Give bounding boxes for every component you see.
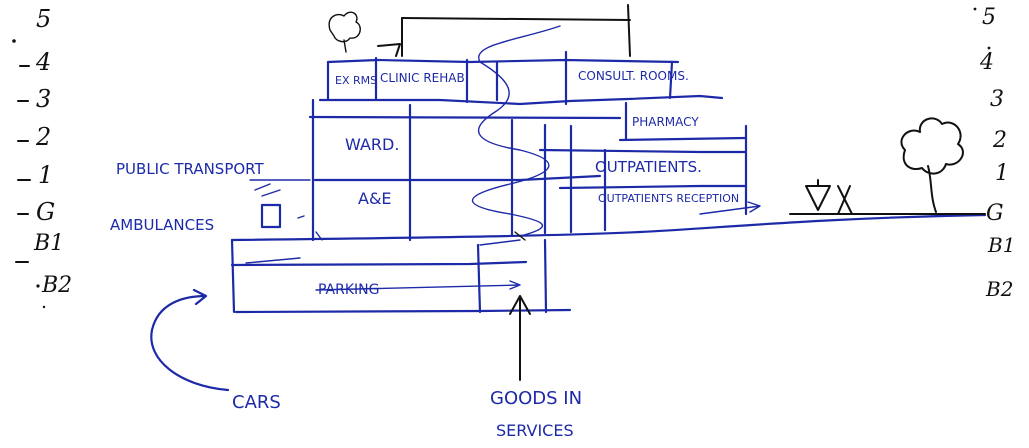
right-level-1: 1 [995, 161, 1009, 186]
annotation-arrows [150, 231, 531, 392]
label-outpatients: OUTPATIENTS. [595, 158, 702, 176]
left-level-scale: 5 4 3 2 1 G B1 B2 [12, 5, 72, 309]
right-level-2: 2 [992, 128, 1007, 153]
label-outpatients-reception: OUTPATIENTS RECEPTION [598, 192, 739, 205]
floor-b1 [230, 260, 528, 267]
room-labels: EX RMS CLINIC REHAB CONSULT. ROOMS. WARD… [318, 69, 739, 298]
cars-arrow [150, 288, 230, 392]
right-level-3: 3 [990, 87, 1004, 112]
right-level-b2: B2 [985, 277, 1013, 301]
right-level-scale: 5 4 3 2 1 G B1 B2 [973, 5, 1015, 301]
left-level-b2: B2 [41, 273, 72, 298]
right-level-5: 5 [982, 5, 996, 30]
floor-level-1b [538, 148, 747, 154]
label-a-and-e: A&E [358, 189, 392, 208]
label-public-transport: PUBLIC TRANSPORT [116, 160, 265, 178]
left-dot-b2 [36, 284, 40, 288]
tree-trunk [927, 165, 937, 213]
label-ex-rms: EX RMS [335, 74, 377, 87]
label-consult-rooms: CONSULT. ROOMS. [578, 69, 689, 83]
label-pharmacy: PHARMACY [632, 115, 699, 129]
right-dot-5 [973, 7, 977, 11]
floor-level-2 [308, 115, 622, 120]
right-dot-4 [987, 46, 991, 50]
label-clinic-rehab: CLINIC REHAB [380, 71, 465, 85]
goods-in-arrow [509, 295, 531, 381]
tree-canopy [900, 117, 964, 175]
label-public: PUBLIC TRANSPORT [116, 160, 265, 178]
left-level-4: 4 [35, 48, 51, 76]
left-level-b1: B1 [33, 231, 64, 256]
label-ward: WARD. [345, 135, 399, 154]
left-level-g: G [36, 198, 55, 226]
ground-line [230, 213, 987, 242]
label-services: SERVICES [496, 421, 574, 440]
ambulance-sketch [260, 203, 282, 229]
label-parking: PARKING [318, 282, 379, 298]
transport-dashes [254, 183, 281, 197]
person-2 [837, 185, 853, 215]
left-level-1: 1 [38, 161, 53, 189]
building-section [230, 25, 987, 314]
arrow-parking-in [315, 280, 521, 291]
label-cars: CARS [232, 392, 281, 413]
person-1 [805, 179, 831, 211]
left-level-5: 5 [36, 5, 51, 33]
plant-sketch [328, 11, 361, 53]
floor-level-2b [618, 136, 747, 142]
roof-top-line [401, 17, 631, 21]
col-consult-right [668, 60, 674, 100]
arrow-ward-down [479, 239, 521, 246]
roof-outline [328, 4, 631, 57]
col-parking-mid [476, 243, 482, 314]
right-level-4: 4 [979, 50, 994, 75]
roof-right-post [627, 4, 631, 57]
arrow-reception-in [699, 201, 761, 215]
left-level-3: 3 [36, 85, 51, 113]
right-level-b1: B1 [987, 233, 1015, 257]
col-parking-right [543, 238, 548, 314]
arrow-b1 [245, 257, 301, 264]
floor-level-1 [313, 174, 602, 182]
label-goods-in: GOODS IN [490, 388, 582, 409]
circulation-ramp [472, 25, 561, 237]
right-level-g: G [986, 201, 1004, 226]
col-parking-left [230, 238, 236, 314]
floor-level-4 [326, 58, 680, 64]
roof-step [377, 43, 401, 57]
floor-level-g-upper [558, 184, 747, 190]
left-dot-5 [12, 39, 16, 43]
tick-mark [514, 231, 526, 241]
left-dot-below [42, 305, 46, 309]
label-ambulances: AMBULANCES [110, 216, 214, 234]
ward-dashes [297, 215, 323, 241]
floor-level-3 [318, 94, 724, 106]
annotation-labels: PUBLIC TRANSPORT AMBULANCES CARS GOODS I… [110, 160, 582, 440]
left-level-2: 2 [35, 123, 51, 151]
landscape [789, 117, 986, 215]
